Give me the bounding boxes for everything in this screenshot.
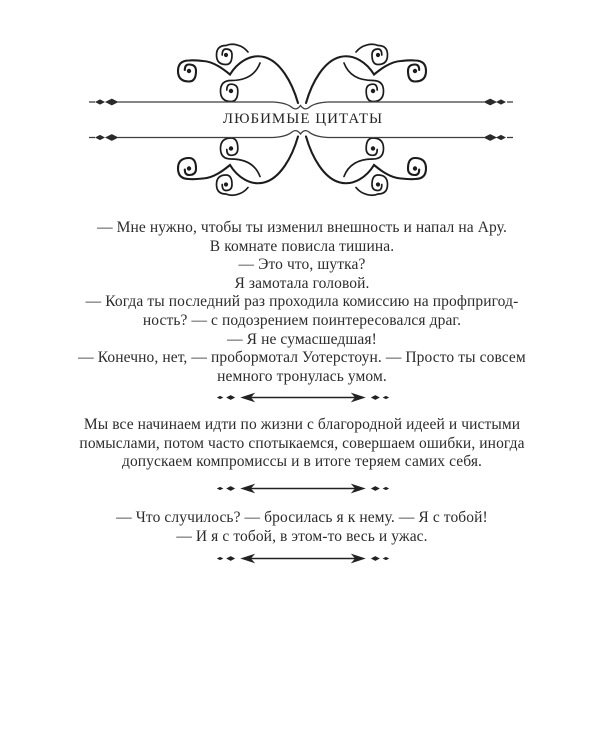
quote-line: помыслами, потом часто спотыкаемся, сове… — [79, 434, 525, 452]
quote-paragraph-2: Мы все начинаем идти по жизни с благород… — [2, 416, 600, 472]
quote-paragraph-1: — Мне нужно, чтобы ты изменил внешность … — [2, 219, 600, 386]
quote-line: — Я не сумасшедшая! — [227, 330, 377, 348]
section-divider-icon — [216, 391, 390, 404]
section-divider-icon — [216, 482, 390, 495]
quote-line: — Когда ты последний раз проходила комис… — [85, 293, 519, 311]
quote-line: — Конечно, нет, — пробормотал Уотерстоун… — [78, 349, 526, 367]
quote-line: допускаем компромиссы и в итоге теряем с… — [121, 453, 483, 471]
page-title: ЛЮБИМЫЕ ЦИТАТЫ — [222, 111, 384, 127]
quote-line: В комнате повисла тишина. — [209, 237, 395, 255]
top-flourish-icon — [89, 44, 513, 109]
quote-line: немного тронулась умом. — [217, 367, 387, 385]
quote-line: — И я с тобой, в этом-то весь и ужас. — [176, 527, 428, 545]
quote-paragraph-3: — Что случилось? — бросилась я к нему. —… — [2, 509, 600, 546]
quote-line: — Что случилось? — бросилась я к нему. —… — [116, 509, 488, 526]
quote-line: — Это что, шутка? — [238, 256, 366, 274]
quote-line: ность? — с подозрением поинтересовался д… — [142, 311, 462, 329]
bottom-flourish-icon — [89, 131, 513, 196]
quote-line: — Мне нужно, чтобы ты изменил внешность … — [97, 219, 507, 236]
section-divider-icon — [216, 552, 390, 565]
quote-line: Я замотала головой. — [234, 274, 370, 292]
quote-line: Мы все начинаем идти по жизни с благород… — [83, 416, 521, 433]
